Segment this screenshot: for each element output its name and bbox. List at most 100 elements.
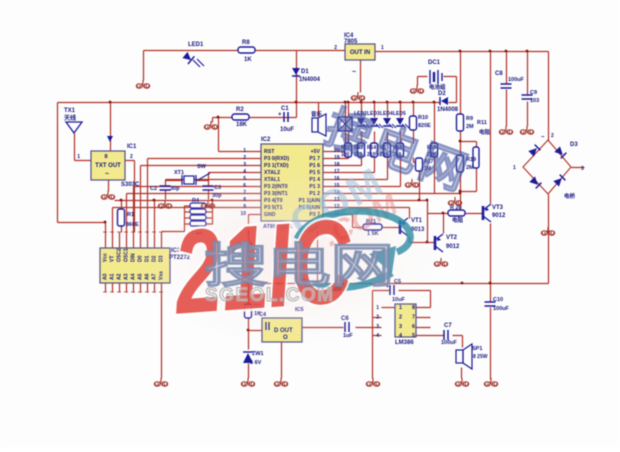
svg-text:R11: R11 (477, 120, 487, 126)
svg-text:R19: R19 (466, 157, 476, 163)
svg-text:IC4: IC4 (344, 33, 354, 39)
svg-text:210: 210 (354, 152, 363, 158)
svg-text:电阻: 电阻 (452, 216, 464, 224)
svg-text:100uF: 100uF (508, 77, 525, 83)
svg-text:OUT IN: OUT IN (350, 50, 370, 56)
svg-text:R8: R8 (242, 40, 250, 46)
svg-text:2M: 2M (466, 165, 474, 171)
svg-text:4: 4 (399, 333, 403, 339)
svg-text:C7: C7 (444, 323, 452, 329)
svg-text:23K: 23K (427, 152, 437, 158)
svg-text:TXT OUT: TXT OUT (95, 163, 121, 169)
svg-text:5: 5 (412, 333, 415, 339)
svg-text:ZW1: ZW1 (252, 351, 264, 357)
svg-text:100uF: 100uF (493, 306, 510, 312)
svg-text:LM386: LM386 (395, 340, 414, 346)
svg-text:8: 8 (104, 154, 107, 160)
svg-text:30p: 30p (170, 186, 180, 192)
svg-text:3: 3 (243, 162, 246, 168)
svg-text:R16: R16 (393, 145, 402, 151)
svg-text:+5V: +5V (311, 149, 321, 155)
svg-text:20: 20 (334, 148, 340, 154)
svg-text:XT1: XT1 (174, 170, 184, 176)
svg-text:100uF: 100uF (441, 340, 458, 346)
svg-text:OSC2: OSC2 (117, 248, 123, 262)
svg-text:R19: R19 (427, 145, 436, 151)
svg-text:D1: D1 (301, 69, 309, 75)
svg-text:~: ~ (105, 171, 109, 178)
svg-text:18K: 18K (236, 122, 248, 128)
svg-text:3: 3 (581, 166, 584, 172)
svg-text:DIN: DIN (131, 253, 137, 262)
svg-text:R9: R9 (466, 116, 473, 122)
svg-text:9012: 9012 (492, 213, 506, 219)
svg-text:天线: 天线 (64, 114, 76, 122)
svg-text:LED1: LED1 (188, 42, 204, 48)
svg-text:SP1: SP1 (472, 346, 482, 352)
svg-text:R12: R12 (341, 145, 350, 151)
svg-text:C1: C1 (281, 106, 289, 112)
svg-text:R1: R1 (127, 212, 134, 218)
svg-text:2M: 2M (466, 124, 474, 130)
svg-text:TX1: TX1 (64, 108, 76, 114)
svg-text:C8: C8 (495, 71, 503, 77)
svg-text:+: + (278, 112, 282, 118)
svg-text:5 6V: 5 6V (250, 360, 262, 366)
svg-text:R13: R13 (354, 145, 363, 151)
svg-text:Vcc: Vcc (103, 253, 109, 262)
svg-text:LED5: LED5 (393, 111, 406, 117)
svg-text:P3 0(RXD): P3 0(RXD) (264, 156, 289, 162)
svg-text:100: 100 (341, 152, 350, 158)
svg-text:1N4008: 1N4008 (437, 107, 459, 113)
svg-text:电桥: 电桥 (564, 192, 576, 200)
svg-text:R 20: R 20 (450, 205, 462, 211)
svg-text:R10: R10 (418, 115, 428, 121)
svg-text:9012: 9012 (446, 244, 460, 250)
svg-text:D3: D3 (570, 142, 578, 148)
svg-text:1: 1 (243, 148, 246, 154)
svg-text:SW: SW (197, 164, 207, 170)
svg-text:LED4: LED4 (380, 111, 393, 117)
svg-text:7: 7 (412, 314, 415, 320)
svg-text:VT2: VT2 (446, 235, 458, 241)
svg-text:C2: C2 (150, 186, 157, 192)
svg-text:A3: A3 (124, 273, 130, 280)
svg-text:6: 6 (412, 324, 415, 330)
svg-text:SGEOL.COM: SGEOL.COM (205, 285, 335, 306)
svg-text:8: 8 (412, 305, 415, 311)
svg-text:2: 2 (551, 133, 554, 139)
svg-text:音乐: 音乐 (311, 110, 323, 118)
svg-text:搜电网: 搜电网 (204, 239, 394, 292)
svg-text:210: 210 (367, 152, 376, 158)
svg-text:A2: A2 (117, 273, 123, 280)
svg-text:860E: 860E (126, 222, 139, 228)
svg-text:4: 4 (376, 333, 379, 339)
svg-text:IC2: IC2 (261, 137, 271, 143)
svg-text:IC1: IC1 (127, 144, 137, 150)
svg-text:2: 2 (243, 155, 246, 161)
svg-text:19: 19 (334, 155, 340, 161)
svg-text:RST: RST (264, 149, 275, 155)
svg-text:R2: R2 (236, 107, 244, 113)
svg-text:2: 2 (130, 154, 133, 160)
svg-text:A4: A4 (131, 273, 137, 280)
svg-text:电阻: 电阻 (479, 128, 491, 136)
svg-text:R15: R15 (380, 145, 389, 151)
svg-text:1: 1 (513, 165, 516, 171)
svg-text:3: 3 (399, 324, 402, 330)
svg-text:103: 103 (530, 98, 539, 104)
svg-text:1: 1 (381, 45, 384, 51)
svg-text:P1 7: P1 7 (309, 156, 320, 162)
svg-text:2: 2 (334, 45, 337, 51)
svg-text:A0: A0 (103, 273, 109, 280)
svg-text:VT3: VT3 (492, 205, 504, 211)
svg-text:LED3: LED3 (367, 111, 380, 117)
svg-text:18: 18 (334, 162, 340, 168)
svg-text:C10: C10 (493, 297, 503, 303)
svg-text:R14: R14 (367, 145, 376, 151)
svg-text:21IC: 21IC (169, 195, 356, 339)
svg-text:8 25W: 8 25W (473, 354, 488, 360)
svg-text:210: 210 (393, 152, 402, 158)
svg-text:1N4004: 1N4004 (299, 77, 321, 83)
svg-text:D2: D2 (438, 91, 446, 97)
